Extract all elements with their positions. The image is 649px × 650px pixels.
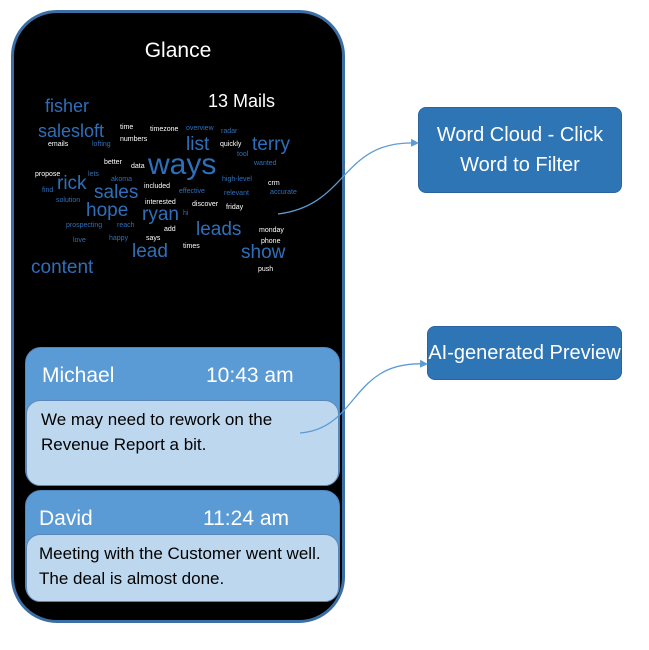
callout-ai-preview: AI-generated Preview — [427, 326, 622, 380]
cloud-word-propose[interactable]: propose — [35, 171, 61, 178]
cloud-word-leads[interactable]: leads — [196, 219, 242, 240]
email-preview: Meeting with the Customer went well. The… — [26, 534, 339, 602]
cloud-word-interested[interactable]: interested — [145, 199, 176, 206]
cloud-word-rick[interactable]: rick — [57, 173, 87, 194]
cloud-word-ryan[interactable]: ryan — [142, 204, 179, 225]
cloud-word-lead[interactable]: lead — [132, 241, 168, 262]
cloud-word-time[interactable]: time — [120, 124, 134, 131]
callout-word-cloud: Word Cloud - Click Word to Filter — [418, 107, 622, 193]
cloud-word-hi[interactable]: hi — [183, 210, 189, 217]
cloud-word-crm[interactable]: crm — [268, 180, 280, 187]
cloud-word-relevant[interactable]: relevant — [224, 190, 249, 197]
cloud-word-phone[interactable]: phone — [261, 238, 281, 245]
cloud-word-happy[interactable]: happy — [109, 235, 129, 242]
cloud-word-find[interactable]: find — [42, 187, 54, 194]
cloud-word-lofting[interactable]: lofting — [92, 141, 111, 148]
cloud-word-prospecting[interactable]: prospecting — [66, 222, 103, 229]
cloud-word-wanted[interactable]: wanted — [254, 160, 277, 167]
email-card-michael[interactable]: Michael 10:43 am We may need to rework o… — [25, 347, 340, 486]
cloud-word-love[interactable]: love — [73, 237, 86, 244]
cloud-word-akoma[interactable]: akoma — [111, 176, 133, 183]
cloud-word-quickly[interactable]: quickly — [220, 141, 242, 148]
cloud-word-lets[interactable]: lets — [88, 171, 99, 178]
cloud-word-timezone[interactable]: timezone — [150, 126, 179, 133]
email-sender: Michael — [42, 364, 115, 387]
cloud-word-ways[interactable]: ways — [148, 148, 217, 181]
cloud-word-high-level[interactable]: high-level — [222, 176, 252, 183]
cloud-word-friday[interactable]: friday — [226, 204, 244, 211]
email-time: 11:24 am — [203, 507, 289, 530]
cloud-word-data[interactable]: data — [131, 163, 145, 170]
cloud-word-add[interactable]: add — [164, 226, 176, 233]
cloud-word-terry[interactable]: terry — [252, 134, 290, 155]
cloud-word-numbers[interactable]: numbers — [120, 136, 148, 143]
mail-count: 13 Mails — [208, 91, 276, 111]
email-time: 10:43 am — [206, 364, 294, 387]
cloud-word-tool[interactable]: tool — [237, 151, 249, 158]
cloud-word-radar[interactable]: radar — [221, 128, 238, 135]
cloud-word-better[interactable]: better — [104, 159, 122, 166]
cloud-word-included[interactable]: included — [144, 183, 171, 190]
phone-frame: Glance 13 Mails fisher salesloft time timez… — [11, 10, 345, 623]
cloud-word-sales[interactable]: sales — [94, 182, 139, 203]
cloud-word-hope[interactable]: hope — [86, 200, 129, 221]
cloud-word-fisher[interactable]: fisher — [45, 96, 90, 116]
cloud-word-content[interactable]: content — [31, 257, 94, 278]
cloud-word-salesloft[interactable]: salesloft — [38, 121, 105, 141]
email-preview: We may need to rework on the Revenue Rep… — [26, 400, 339, 486]
cloud-word-list[interactable]: list — [186, 134, 210, 155]
cloud-word-accurate[interactable]: accurate — [270, 189, 297, 196]
cloud-word-reach[interactable]: reach — [117, 222, 135, 229]
cloud-word-emails[interactable]: emails — [48, 141, 69, 148]
cloud-word-times[interactable]: times — [183, 243, 200, 250]
cloud-word-says[interactable]: says — [146, 235, 161, 242]
cloud-word-push[interactable]: push — [258, 266, 274, 273]
cloud-word-effective[interactable]: effective — [179, 188, 205, 195]
cloud-word-discover[interactable]: discover — [192, 201, 219, 208]
cloud-word-show[interactable]: show — [241, 242, 286, 263]
app-title: Glance — [144, 39, 212, 62]
email-sender: David — [39, 507, 93, 530]
cloud-word-monday[interactable]: monday — [259, 227, 284, 234]
cloud-word-overview[interactable]: overview — [186, 125, 214, 132]
email-card-david[interactable]: David 11:24 am Meeting with the Customer… — [25, 490, 340, 602]
cloud-word-solution[interactable]: solution — [56, 197, 81, 204]
